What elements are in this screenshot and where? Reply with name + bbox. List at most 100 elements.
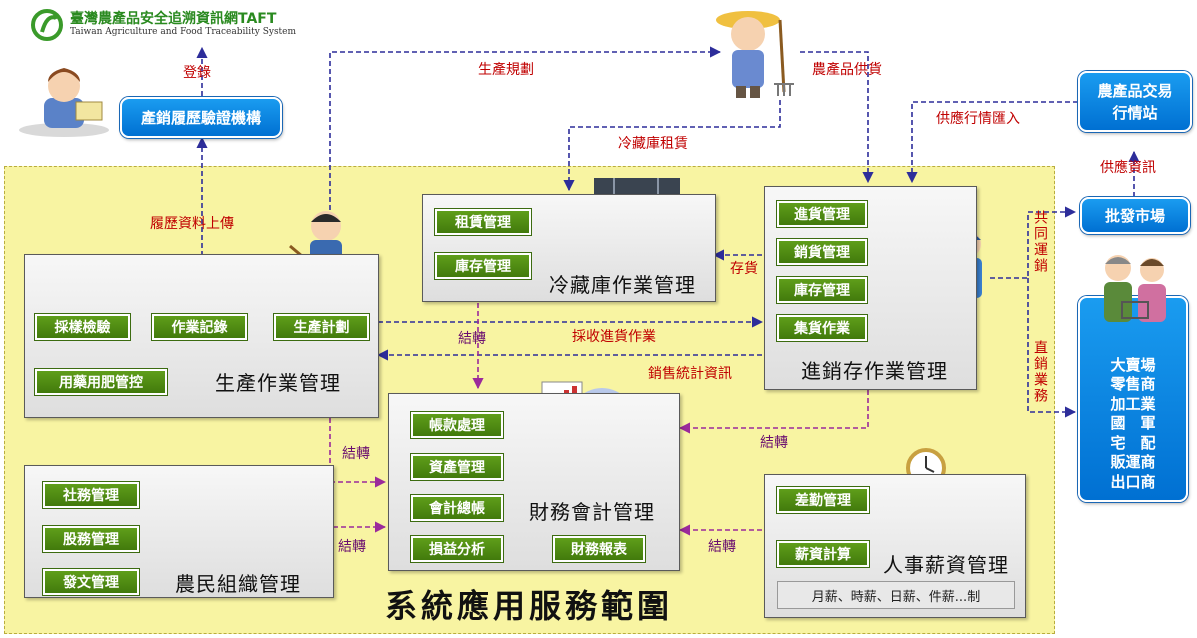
label-history-upload: 履歷資料上傳	[150, 216, 234, 232]
taft-logo-icon	[31, 9, 63, 41]
general-ledger-button[interactable]: 會計總帳	[411, 495, 503, 521]
sales-management-button[interactable]: 銷貨管理	[777, 239, 867, 265]
salary-calculation-button[interactable]: 薪資計算	[777, 541, 869, 567]
label-sales-stats: 銷售統計資訊	[648, 366, 732, 382]
logo-subtitle: Taiwan Agriculture and Food Traceability…	[70, 27, 297, 37]
arrow-transfer-inventory-to-finance	[678, 390, 869, 434]
wholesale-market-box[interactable]: 批發市場	[1080, 197, 1190, 234]
label-direct-sales: 直銷業務	[1032, 340, 1048, 404]
attendance-management-label: 差勤管理	[795, 493, 851, 509]
arrow-production-plan	[329, 46, 722, 210]
collection-operation-button[interactable]: 集貨作業	[777, 315, 867, 341]
drug-fertilizer-control-button[interactable]: 用藥用肥管控	[35, 369, 167, 395]
buyers-box[interactable]: 大賣場 零售商 加工業 國 軍 宅 配 販運商 出口商	[1078, 296, 1188, 502]
work-record-button[interactable]: 作業記錄	[152, 314, 247, 340]
drug-fertilizer-control-label: 用藥用肥管控	[59, 375, 143, 391]
shares-management-label: 股務管理	[63, 532, 119, 548]
buyer-item: 宅 配	[1110, 433, 1156, 452]
purchase-management-button[interactable]: 進貨管理	[777, 201, 867, 227]
purchase-management-label: 進貨管理	[794, 207, 850, 223]
production-panel: 採樣檢驗 作業記錄 生產計劃 用藥用肥管控 生產作業管理	[24, 254, 379, 418]
buyer-item: 大賣場	[1110, 355, 1156, 374]
sample-inspection-label: 採樣檢驗	[54, 320, 111, 336]
document-management-button[interactable]: 發文管理	[43, 569, 139, 595]
buyers-list: 大賣場 零售商 加工業 國 軍 宅 配 販運商 出口商	[1110, 356, 1155, 493]
buyer-item: 販運商	[1110, 453, 1156, 471]
hr-panel: 差勤管理 薪資計算 人事薪資管理 月薪、時薪、日薪、件薪...制	[764, 474, 1026, 618]
arrow-trade-import	[906, 101, 1078, 184]
cold-inventory-management-label: 庫存管理	[455, 259, 511, 275]
financial-report-button[interactable]: 財務報表	[553, 536, 645, 562]
asset-management-label: 資產管理	[429, 460, 485, 476]
arrow-cold-rent	[563, 100, 781, 192]
inspector-icon	[19, 68, 109, 137]
general-ledger-label: 會計總帳	[429, 501, 485, 517]
cert-org-box[interactable]: 產銷履歷驗證機構	[120, 97, 282, 138]
salary-types-note: 月薪、時薪、日薪、件薪...制	[777, 581, 1015, 609]
rental-management-label: 租賃管理	[455, 215, 511, 231]
cold-storage-panel: 租賃管理 庫存管理 冷藏庫作業管理	[422, 194, 716, 302]
finance-panel: 帳款處理 資產管理 會計總帳 損益分析 財務報表 財務會計管理	[388, 393, 680, 571]
cert-org-label: 產銷履歷驗證機構	[140, 109, 261, 127]
cold-storage-panel-title: 冷藏庫作業管理	[549, 273, 696, 297]
logo-title: 臺灣農產品安全追溯資訊網TAFT	[70, 11, 277, 27]
cold-inventory-management-button[interactable]: 庫存管理	[435, 253, 531, 279]
profit-loss-analysis-button[interactable]: 損益分析	[411, 536, 503, 562]
buyer-item: 國 軍	[1110, 414, 1156, 432]
label-production-plan: 生產規劃	[478, 62, 534, 78]
buyer-item: 出口商	[1110, 472, 1156, 491]
arrow-joint-sales	[990, 206, 1077, 279]
trade-info-site-box[interactable]: 農產品交易行情站	[1078, 71, 1192, 132]
label-store-goods: 存貨	[730, 261, 758, 277]
shares-management-button[interactable]: 股務管理	[43, 526, 139, 552]
label-transfer-inventory: 結轉	[760, 435, 788, 451]
production-plan-button[interactable]: 生產計劃	[274, 314, 369, 340]
label-supply-info: 供應資訊	[1100, 160, 1156, 176]
farmers-org-panel-title: 農民組織管理	[175, 572, 301, 596]
farmers-org-panel: 社務管理 股務管理 發文管理 農民組織管理	[24, 465, 334, 598]
buyer-item: 零售商	[1110, 375, 1156, 393]
collection-operation-label: 集貨作業	[794, 321, 850, 337]
inventory-panel-title: 進銷存作業管理	[801, 359, 948, 383]
hr-panel-title: 人事薪資管理	[883, 553, 1009, 577]
work-record-label: 作業記錄	[171, 320, 228, 336]
production-panel-title: 生產作業管理	[215, 371, 341, 395]
sales-management-label: 銷貨管理	[794, 245, 850, 261]
arrow-direct-sales	[1027, 278, 1077, 418]
label-cold-storage-rent: 冷藏庫租賃	[618, 136, 688, 152]
buyer-item: 加工業	[1110, 394, 1156, 413]
attendance-management-button[interactable]: 差勤管理	[777, 487, 869, 513]
salary-types-label: 月薪、時薪、日薪、件薪...制	[811, 589, 981, 605]
cooperative-affairs-label: 社務管理	[63, 488, 119, 504]
stock-management-label: 庫存管理	[794, 283, 850, 299]
taft-logo: 臺灣農產品安全追溯資訊網TAFT Taiwan Agriculture and …	[30, 8, 296, 42]
asset-management-button[interactable]: 資產管理	[411, 454, 503, 480]
stock-management-button[interactable]: 庫存管理	[777, 277, 867, 303]
profit-loss-analysis-label: 損益分析	[429, 542, 485, 558]
system-scope-title: 系統應用服務範圍	[385, 587, 674, 625]
document-management-label: 發文管理	[63, 575, 119, 591]
label-transfer-hr: 結轉	[708, 539, 736, 555]
label-joint-sales: 共同運銷	[1032, 210, 1048, 274]
finance-panel-title: 財務會計管理	[529, 500, 655, 524]
inventory-panel: 進貨管理 銷貨管理 庫存管理 集貨作業 進銷存作業管理	[764, 186, 977, 390]
label-transfer-production: 結轉	[342, 446, 370, 462]
accounts-processing-button[interactable]: 帳款處理	[411, 412, 503, 438]
cooperative-affairs-button[interactable]: 社務管理	[43, 482, 139, 508]
label-produce-supply: 農產品供貨	[812, 62, 882, 78]
label-transfer-cold: 結轉	[458, 331, 486, 347]
production-plan-label: 生產計劃	[293, 320, 350, 336]
farmer-icon	[716, 11, 794, 98]
label-supply-info-import: 供應行情匯入	[936, 111, 1020, 127]
accounts-processing-label: 帳款處理	[429, 418, 485, 434]
label-purchase-receive: 採收進貨作業	[572, 329, 656, 345]
label-register: 登錄	[183, 65, 211, 81]
sample-inspection-button[interactable]: 採樣檢驗	[35, 314, 130, 340]
arrow-produce-supply	[800, 51, 874, 184]
rental-management-button[interactable]: 租賃管理	[435, 209, 531, 235]
trade-info-site-label: 農產品交易行情站	[1097, 81, 1173, 122]
wholesale-market-label: 批發市場	[1104, 207, 1165, 225]
salary-calculation-label: 薪資計算	[795, 547, 851, 563]
shoppers-icon	[1104, 255, 1166, 322]
